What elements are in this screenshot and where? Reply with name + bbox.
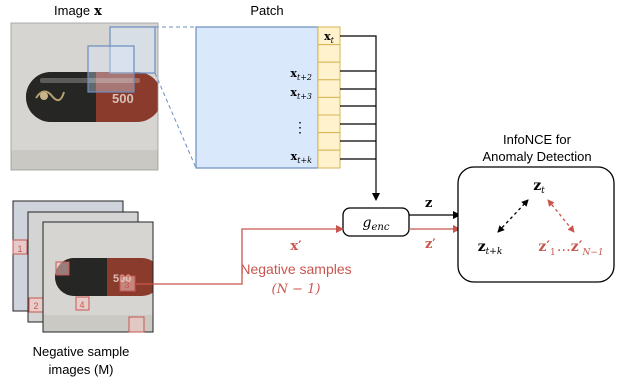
cell [317,114,341,134]
box-number-1: 1 [17,244,22,254]
positive-pair-arrow [497,199,529,233]
cell-label-dots: ⋮ [293,119,307,135]
cell [317,149,341,169]
negative-images-label-line2: images (M) [48,362,113,377]
infonce-title-line1: InfoNCE for [503,132,572,147]
cell-label-xtk: xt+k [291,150,312,165]
negative-image-front: 500 [43,222,153,332]
infonce-box [457,166,615,283]
infonce-title-line2: Anomaly Detection [482,149,591,164]
encoder-label: genc [363,215,390,233]
z-tk-label: zt+k [478,239,503,257]
cell-column [317,26,341,169]
cell [317,132,341,151]
patch-title: Patch [250,3,283,18]
cell [317,96,341,116]
neg-patch-box [55,261,70,276]
z-t-label: zt [533,178,545,196]
patch-highlight-inner [87,45,135,93]
cell-label-xt: xt [324,30,335,45]
z-prime-label: z′ [425,237,436,252]
neg-patch-box [75,296,90,311]
negative-pair-arrow [547,199,575,233]
cell [317,44,341,63]
patch-connector-bottom [154,72,197,169]
neg-patch-box [128,316,145,333]
patch-box [195,26,319,169]
connector-xt [340,35,380,201]
cell-connectors [340,35,380,201]
box-number-3: 3 [124,280,129,290]
patch-highlight-outer [109,26,156,74]
cell-label-xt2: xt+2 [290,67,312,82]
cell [317,79,341,98]
negative-image-stack: 1 2 500 3 4 [12,200,154,333]
cell-label-xt3: xt+3 [290,86,312,101]
x-prime-label: x′ [290,239,302,254]
negative-path [136,225,344,285]
box-number-4: 4 [79,300,84,310]
z-negatives-label: z′1…z′N−1 [538,239,603,258]
neg-patch-box [119,275,136,292]
cell [317,61,341,81]
box-number-2: 2 [33,301,38,311]
negative-count-label: (N − 1) [272,282,321,297]
negative-images-label-line1: Negative sample [33,344,130,359]
z-label: z [425,196,432,211]
encoder-box [342,207,410,237]
pill-text: 500 [112,91,134,106]
negative-samples-label: Negative samples [240,261,351,277]
